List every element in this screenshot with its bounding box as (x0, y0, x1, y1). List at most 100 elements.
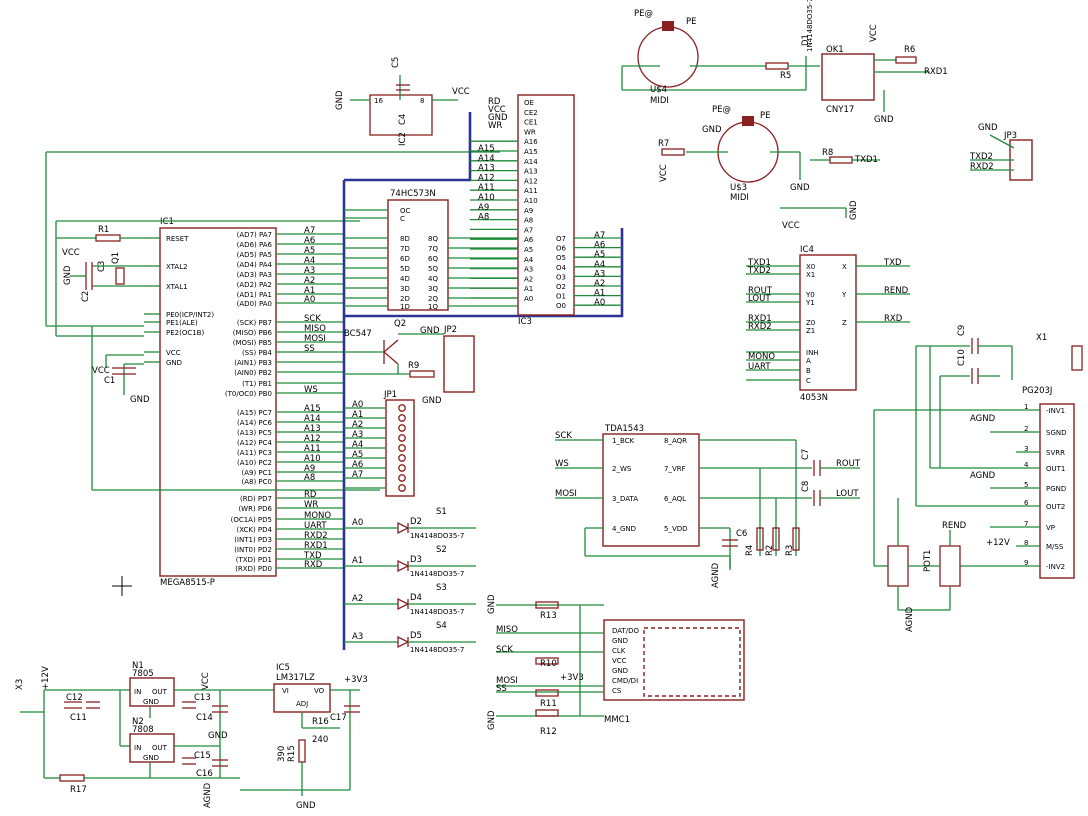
mmc-pin: CS (612, 687, 622, 695)
ic1-pin-label: (A12) PC4 (237, 439, 272, 447)
ic3-net: A8 (478, 213, 489, 223)
ic3-out-net: A5 (594, 250, 605, 260)
output-caps (813, 460, 860, 506)
gnd-label-5: GND (422, 396, 442, 406)
mmc-pin: CMD/DI (612, 677, 638, 685)
r13-label: R13 (540, 611, 557, 621)
ic2-pin: 6D (400, 255, 410, 263)
n1-gnd: GND (143, 698, 159, 706)
ic4-part: 4053N (800, 393, 828, 403)
gnd-label-4: GND (420, 326, 440, 336)
ic1-net-label: A11 (304, 444, 321, 454)
gnd-label-14: GND (296, 801, 316, 811)
tda-ws: WS (555, 459, 569, 469)
ic2-name: 74HC573N (390, 189, 436, 199)
c11-label: C11 (70, 713, 87, 723)
diode-label: D2 (410, 517, 422, 527)
ic3-pin: CE1 (524, 119, 538, 127)
switch-label: S3 (436, 583, 447, 593)
mmc-card (496, 601, 745, 717)
ic1-net-label: A5 (304, 246, 315, 256)
ic2-pin: 1Q (428, 303, 438, 311)
ic3-out-net: A3 (594, 269, 605, 279)
c10-label: C10 (957, 349, 967, 366)
pg203j-pin: OUT2 (1046, 503, 1065, 511)
vcc-label-7: VCC (201, 672, 211, 690)
lout-label: LOUT (836, 489, 859, 499)
c8-label: C8 (801, 481, 811, 492)
ok1-name: OK1 (826, 45, 844, 55)
ic3-pin: A9 (524, 207, 533, 215)
mmc-pin: VCC (612, 657, 627, 665)
rxd1-label: RXD1 (924, 67, 948, 77)
midi2-name: U$3 (730, 183, 747, 193)
diode-label: D3 (410, 555, 422, 565)
ic1-pin-label: (INT0) PD2 (234, 546, 272, 554)
jp3-header (970, 134, 1033, 181)
ic4-pin: B (806, 367, 811, 375)
ic4-pin: Z1 (806, 327, 815, 335)
ic3-out: O4 (556, 264, 567, 272)
jp1-net: A2 (352, 420, 363, 430)
jp1-net: A4 (352, 440, 363, 450)
ic1-pin-label: (RD) PD7 (240, 495, 272, 503)
ic1-pin-label: (A14) PC6 (237, 419, 272, 427)
r6-label: R6 (904, 45, 915, 55)
ic1-net-label: RXD2 (304, 531, 328, 541)
gnd-label-2: GND (63, 265, 73, 285)
ic1-net-label: RD (304, 490, 317, 500)
r9-label: R9 (408, 361, 419, 371)
diode-part: 1N4148DO35-7 (410, 570, 464, 578)
ic2-pin: 5D (400, 265, 410, 273)
ic3-net: A12 (478, 173, 495, 183)
ic1-pin-label: (A15) PC7 (237, 409, 272, 417)
diode-net: A2 (352, 594, 363, 604)
agnd-label-2: AGND (970, 414, 996, 424)
c6-label: C6 (736, 529, 747, 539)
jp1-net: A3 (352, 430, 363, 440)
d1-label: D1 (801, 34, 811, 46)
vcc-label-3: VCC (452, 87, 470, 97)
diode-part: 1N4148DO35-7 (410, 532, 464, 540)
ic3-pin: A4 (524, 256, 534, 264)
gnd-label-1: GND (130, 395, 150, 405)
gnd-label-6: GND (702, 125, 722, 135)
r240-label: 240 (312, 735, 328, 745)
ic1-net-label: TXD (303, 551, 322, 561)
ic3-out-net: A0 (594, 298, 605, 308)
tda-pin: 7_VRF (664, 465, 686, 473)
ic3-net: A9 (478, 203, 489, 213)
c9-label: C9 (957, 325, 967, 336)
ic2-pin: C (400, 215, 405, 223)
vcc-label-6: VCC (782, 221, 800, 231)
ic1-net-label: A9 (304, 464, 315, 474)
ic1-pin-label: (SCK) PB7 (237, 319, 272, 327)
c15-label: C15 (194, 751, 211, 761)
ic3-out: O2 (556, 283, 566, 291)
r10-label: R10 (540, 659, 557, 669)
gnd-label-3: GND (335, 90, 345, 110)
ic4-out-pin: Z (842, 319, 847, 327)
ic3-out-net: A6 (594, 241, 605, 251)
ic3-pin: A12 (524, 177, 538, 185)
n1-label: N1 (132, 661, 144, 671)
c3-label: C3 (97, 261, 107, 272)
ic3-pin: A13 (524, 168, 538, 176)
pg203j-pin: SVRR (1046, 449, 1065, 457)
midi-out-connector (661, 116, 880, 183)
d1-part: 1N4148DO35-7 (806, 0, 814, 52)
x3-label: X3 (15, 679, 25, 690)
n1-part: 7805 (132, 669, 154, 679)
ic2-pin: 8Q (428, 235, 438, 243)
ok1-optocoupler (805, 53, 930, 112)
ic3-out-net: A2 (594, 279, 605, 289)
gnd-label-12: GND (487, 710, 497, 730)
ic2-pin: 1D (400, 303, 410, 311)
ic1-pin-label: (WR) PD6 (238, 505, 272, 513)
ic3-pin: A6 (524, 236, 534, 244)
q1-label: Q1 (111, 252, 121, 264)
ic1-net-label: A15 (304, 404, 321, 414)
ic3-out: O0 (556, 302, 566, 310)
ic1-net-label: A8 (304, 473, 315, 483)
jp1-net: A1 (352, 410, 363, 420)
